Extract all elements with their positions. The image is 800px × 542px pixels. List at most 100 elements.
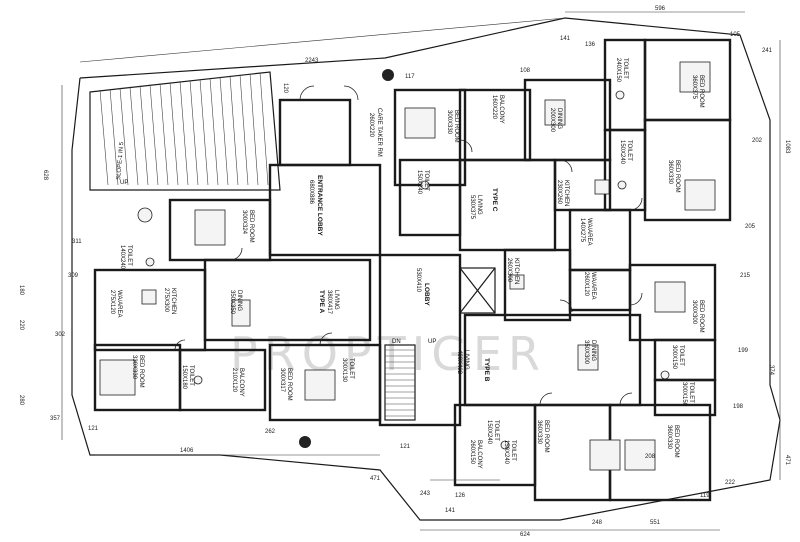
- room-labels: SLOPE-1 IN 5 ENTRANCE LOBBY 680X886 LOBB…: [109, 58, 704, 469]
- ramp-hatch-line: [259, 72, 269, 186]
- room-dim-label: 260X150: [469, 440, 475, 465]
- building-walls: [93, 38, 732, 502]
- room-dim-label: 230X260: [556, 180, 562, 205]
- room-name-label: WA/AREA: [116, 290, 122, 317]
- ramp-hatch-line: [149, 84, 159, 186]
- dim-202: 202: [752, 138, 763, 144]
- room-name-label: LIVING: [476, 195, 482, 215]
- furniture: [99, 61, 716, 471]
- ramp-hatch-line: [229, 75, 239, 186]
- room-name-label: BED ROOM: [286, 368, 292, 401]
- dim-117: 117: [405, 74, 415, 80]
- room-name-label: TOILET: [688, 382, 694, 403]
- room-dim-label: 530X375: [469, 195, 475, 220]
- dim-126: 126: [455, 493, 466, 499]
- dn-label: DN: [392, 339, 401, 345]
- ramp-hatch-line: [169, 82, 179, 186]
- dim-309: 309: [68, 273, 79, 279]
- dim-141b: 141: [445, 508, 456, 514]
- room-name-label: WA/AREA: [586, 218, 592, 245]
- dim-357: 357: [50, 416, 61, 422]
- dim-205: 205: [745, 224, 756, 230]
- room-name-label: KITCHEN: [170, 288, 176, 314]
- room-dim-label: 300X330: [446, 110, 452, 135]
- room-name-label: TOILET: [126, 245, 132, 266]
- dim-374: 374: [768, 365, 774, 376]
- room-name-label: BED ROOM: [138, 355, 144, 388]
- ramp-hatch-line: [239, 74, 249, 186]
- room-dim-label: 360X330: [536, 420, 542, 445]
- dim-121b: 121: [400, 444, 411, 450]
- staircase: [384, 267, 496, 421]
- ramp-hatch-line: [199, 78, 209, 186]
- dim-471b: 471: [370, 476, 381, 482]
- up-label-1: UP: [120, 180, 128, 186]
- room-name-label: BED ROOM: [453, 110, 459, 143]
- dimension-lines: [61, 11, 781, 531]
- room-name-label: BALCONY: [476, 440, 482, 469]
- room-name-label: WA/AREA: [590, 272, 596, 299]
- watermark: PROPTIGER: [230, 327, 546, 381]
- dim-311: 311: [72, 239, 82, 245]
- dim-624: 624: [520, 532, 531, 538]
- dim-280: 280: [18, 395, 24, 406]
- room-dim-label: 300X300: [691, 300, 697, 325]
- room-name-label: LIVING: [463, 350, 469, 370]
- room-name-label: TOILET: [493, 420, 499, 441]
- room-dim-label: 460X402: [456, 350, 462, 375]
- ramp-hatch-line: [139, 85, 149, 186]
- dim-105: 105: [730, 32, 741, 38]
- dim-215: 215: [740, 273, 751, 279]
- room-name-label: TOILET: [510, 440, 516, 461]
- room-name-label: KITCHEN: [513, 258, 519, 284]
- room-name-label: TOILET: [348, 358, 354, 379]
- slope-label: SLOPE-1 IN 5: [116, 141, 125, 180]
- dim-262: 262: [265, 429, 276, 435]
- dim-1083: 1083: [784, 140, 790, 154]
- room-name-label: TOILET: [188, 365, 194, 386]
- dim-119: 119: [700, 493, 710, 499]
- room-dim-label: 360X330: [667, 160, 673, 185]
- ramp-hatch-line: [109, 88, 119, 186]
- entrance-lobby-label: ENTRANCE LOBBY: [316, 175, 323, 236]
- dim-120: 120: [282, 83, 288, 94]
- dim-222: 222: [725, 480, 736, 486]
- ramp-hatch-line: [119, 87, 129, 186]
- dim-136: 136: [585, 42, 596, 48]
- dim-1406: 1406: [180, 448, 194, 454]
- caretaker-dim: 260X220: [368, 113, 374, 138]
- room-dim-label: 140X240: [119, 245, 125, 270]
- room-dim-label: 150X240: [503, 440, 509, 465]
- room-dim-label: 200X300: [549, 108, 555, 133]
- room-name-label: TOILET: [622, 58, 628, 79]
- dim-2243: 2243: [305, 58, 319, 64]
- room-dim-label: 210X120: [231, 368, 237, 393]
- room-name-label: BED ROOM: [674, 160, 680, 193]
- room-name-label: TOILET: [678, 345, 684, 366]
- room-dim-label: 330X330: [131, 355, 137, 380]
- type-b-label: TYPE B: [483, 358, 490, 382]
- lobby-label: LOBBY: [423, 283, 430, 306]
- room-name-label: BED ROOM: [248, 210, 254, 243]
- ramp-hatch-line: [249, 73, 259, 186]
- dim-596: 596: [655, 6, 666, 12]
- dim-248: 248: [592, 520, 603, 526]
- up-label-2: UP: [428, 339, 436, 345]
- dim-628: 628: [42, 170, 48, 181]
- room-dim-label: 300X324: [241, 210, 247, 235]
- room-dim-label: 360X375: [691, 75, 697, 100]
- room-dim-label: 300X150: [681, 382, 687, 407]
- room-dim-label: 160X220: [491, 95, 497, 120]
- dim-208: 208: [645, 454, 656, 460]
- room-dim-label: 150X240: [486, 420, 492, 445]
- room-name-label: BALCONY: [498, 95, 504, 124]
- entrance-lobby-dim: 680X886: [308, 180, 314, 205]
- room-dim-label: 150X240: [416, 170, 422, 195]
- room-name-label: BALCONY: [238, 368, 244, 397]
- room-name-label: BED ROOM: [673, 425, 679, 458]
- dim-180: 180: [18, 285, 24, 296]
- ramp-hatch-line: [129, 86, 139, 186]
- room-name-label: DINING: [556, 108, 562, 129]
- room-name-label: LIVING: [333, 290, 339, 310]
